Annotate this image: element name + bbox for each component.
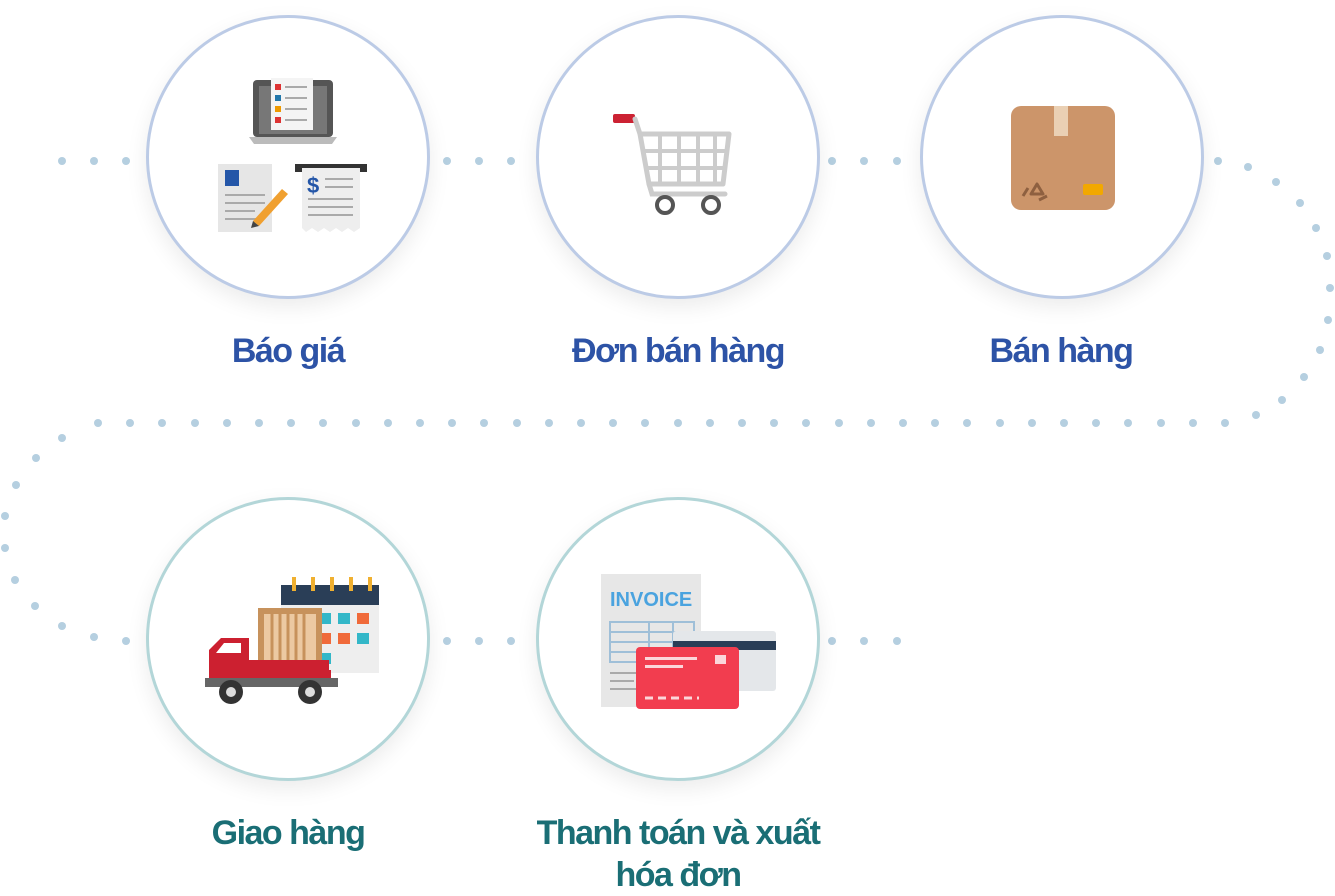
step-circle-sales-order bbox=[536, 15, 820, 299]
connector-dot bbox=[828, 637, 836, 645]
connector-dot bbox=[122, 637, 130, 645]
connector-dot bbox=[1324, 316, 1332, 324]
connector-dot bbox=[11, 576, 19, 584]
connector-dot bbox=[1157, 419, 1165, 427]
connector-dot bbox=[480, 419, 488, 427]
connector-dot bbox=[1028, 419, 1036, 427]
connector-dot bbox=[443, 157, 451, 165]
connector-dot bbox=[1244, 163, 1252, 171]
cardboard-box-icon bbox=[1011, 106, 1115, 210]
connector-dot bbox=[931, 419, 939, 427]
connector-dot bbox=[835, 419, 843, 427]
connector-dot bbox=[1323, 252, 1331, 260]
connector-dot bbox=[1, 544, 9, 552]
connector-dot bbox=[1221, 419, 1229, 427]
connector-dot bbox=[1296, 199, 1304, 207]
connector-dot bbox=[674, 419, 682, 427]
connector-dot bbox=[90, 157, 98, 165]
connector-dot bbox=[32, 454, 40, 462]
connector-dot bbox=[545, 419, 553, 427]
connector-dot bbox=[319, 419, 327, 427]
connector-dot bbox=[867, 419, 875, 427]
connector-dot bbox=[12, 481, 20, 489]
connector-dot bbox=[475, 637, 483, 645]
connector-dot bbox=[893, 157, 901, 165]
connector-dot bbox=[507, 157, 515, 165]
shopping-cart-icon bbox=[613, 114, 732, 215]
connector-dot bbox=[223, 419, 231, 427]
connector-dot bbox=[1189, 419, 1197, 427]
connector-dot bbox=[1300, 373, 1308, 381]
connector-dot bbox=[802, 419, 810, 427]
connector-dot bbox=[1124, 419, 1132, 427]
connector-dot bbox=[255, 419, 263, 427]
connector-dot bbox=[1326, 284, 1334, 292]
connector-dot bbox=[706, 419, 714, 427]
connector-dot bbox=[963, 419, 971, 427]
connector-dot bbox=[860, 637, 868, 645]
connector-dot bbox=[287, 419, 295, 427]
connector-dot bbox=[58, 157, 66, 165]
step-label-sales-order: Đơn bán hàng bbox=[571, 332, 786, 370]
connector-dot bbox=[126, 419, 134, 427]
connector-dot bbox=[416, 419, 424, 427]
connector-dot bbox=[1312, 224, 1320, 232]
connector-dot bbox=[1252, 411, 1260, 419]
connector-dot bbox=[1060, 419, 1068, 427]
step-circle-delivery bbox=[146, 497, 430, 781]
connector-dot bbox=[1278, 396, 1286, 404]
connector-dot bbox=[893, 637, 901, 645]
connector-dot bbox=[1, 512, 9, 520]
connector-dot bbox=[443, 637, 451, 645]
step-circle-payment: INVOICE bbox=[536, 497, 820, 781]
connector-dot bbox=[513, 419, 521, 427]
connector-dot bbox=[738, 419, 746, 427]
connector-dot bbox=[899, 419, 907, 427]
connector-dot bbox=[191, 419, 199, 427]
connector-dot bbox=[475, 157, 483, 165]
connector-dot bbox=[122, 157, 130, 165]
quotation-documents-icon: $ bbox=[218, 78, 367, 232]
connector-dot bbox=[1214, 157, 1222, 165]
step-label-quote: Báo giá bbox=[231, 332, 346, 370]
invoice-card-icon: INVOICE bbox=[601, 574, 776, 709]
connector-dot bbox=[94, 419, 102, 427]
step-label-delivery: Giao hàng bbox=[211, 814, 366, 852]
step-label-payment: Thanh toán và xuất hóa đơn bbox=[536, 814, 821, 894]
connector-dot bbox=[1092, 419, 1100, 427]
connector-dot bbox=[770, 419, 778, 427]
connector-dot bbox=[352, 419, 360, 427]
step-circle-quote: $ bbox=[146, 15, 430, 299]
connector-dot bbox=[609, 419, 617, 427]
svg-text:$: $ bbox=[307, 173, 319, 198]
svg-text:INVOICE: INVOICE bbox=[610, 589, 692, 611]
connector-dot bbox=[1316, 346, 1324, 354]
connector-dot bbox=[996, 419, 1004, 427]
step-circle-sales bbox=[920, 15, 1204, 299]
connector-dot bbox=[1272, 178, 1280, 186]
connector-dot bbox=[90, 633, 98, 641]
connector-dot bbox=[860, 157, 868, 165]
connector-dot bbox=[641, 419, 649, 427]
connector-dot bbox=[58, 434, 66, 442]
connector-dot bbox=[828, 157, 836, 165]
connector-dot bbox=[31, 602, 39, 610]
connector-dot bbox=[577, 419, 585, 427]
delivery-truck-icon bbox=[205, 577, 379, 704]
connector-dot bbox=[507, 637, 515, 645]
connector-dot bbox=[158, 419, 166, 427]
connector-dot bbox=[448, 419, 456, 427]
connector-dot bbox=[58, 622, 66, 630]
connector-dot bbox=[384, 419, 392, 427]
step-label-sales: Bán hàng bbox=[989, 332, 1134, 370]
